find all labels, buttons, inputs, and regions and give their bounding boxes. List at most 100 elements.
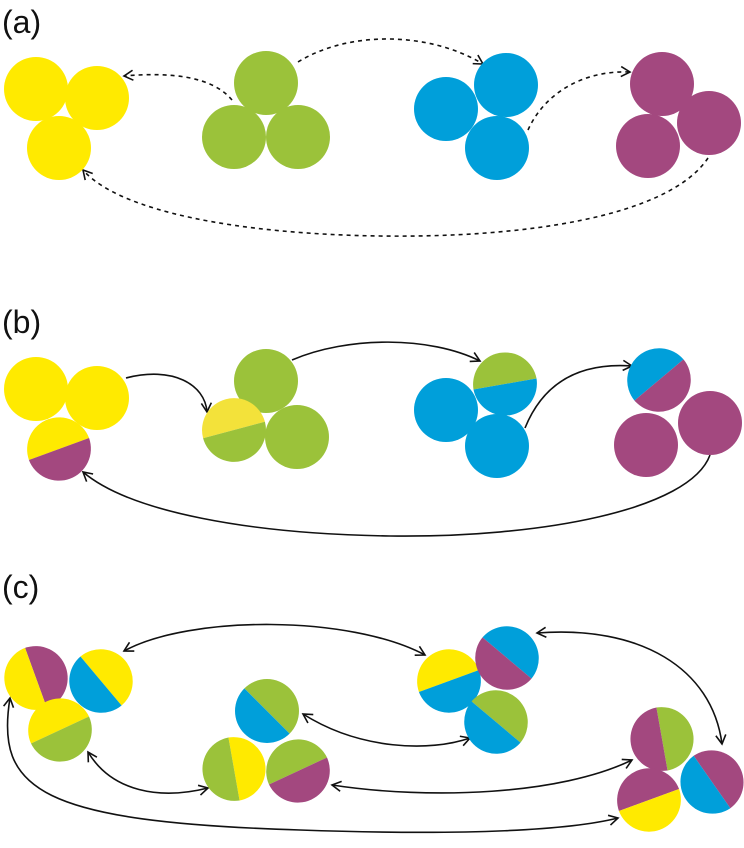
panel-a-arrow-blue-to-purple [527,65,632,131]
circle-blue [414,77,478,141]
panel-b-cluster-purple [614,348,742,477]
panel-c-arrow-cluster-2-to-cluster-3 [301,713,472,747]
half-purple [693,750,744,809]
split-circle-green-blue [235,679,299,743]
panel-c [2,623,744,834]
half-green [203,421,266,462]
panel-b-cluster-yellow [4,357,129,481]
split-circle-purple-yellow [4,646,68,710]
half-blue [473,378,537,416]
half-green [202,737,240,801]
panel-b-arrow-green-to-blue [291,341,482,363]
circle-purple [677,91,741,155]
panel-b-arrow-purple-to-yellow [81,454,711,537]
half-blue [69,656,122,713]
half-blue [680,755,731,814]
split-circle-yellow-green [202,737,266,801]
half-blue [627,348,684,401]
circle-yellow [65,366,129,430]
panel-c-arrow-cluster-1-to-cluster-2 [87,750,210,796]
circle-purple [614,413,678,477]
half-blue [235,688,290,743]
panel-c-cluster-4 [617,707,744,832]
circle-purple [678,391,742,455]
panel-a-cluster-blue [414,53,538,180]
half-yellow_light [202,398,265,439]
panel-b-arrow-yellow-to-green [125,373,213,414]
panel-b-label: (b) [2,304,41,340]
circle-blue [474,53,538,117]
half-yellow [417,649,480,692]
circle-yellow [4,57,68,121]
panel-a-arrow-green-to-blue [297,38,485,65]
panel-c-arrow-cluster-2-to-cluster-4 [330,758,634,794]
panel-b [4,341,742,537]
panel-c-cluster-2 [202,679,330,803]
panel-c-cluster-3 [417,626,539,754]
split-circle-blue-purple [627,348,691,412]
half-purple [634,359,691,412]
half-yellow [28,698,89,744]
half-blue [482,626,539,679]
panel-c-arrow-cluster-3-to-cluster-4 [535,626,727,746]
panel-c-label: (c) [2,569,39,605]
circle-yellow [27,116,91,180]
half-purple [25,646,68,709]
circle-purple [616,114,680,178]
half-blue [464,701,521,754]
panel-b-arrow-blue-to-purple [524,359,634,429]
split-circle-yellow_light-green [202,398,266,462]
panel-c-arrow-cluster-1-to-cluster-4 [2,696,620,834]
circle-green [202,105,266,169]
split-circle-green-blue [464,690,528,754]
half-yellow [27,417,90,460]
half-yellow [228,737,266,801]
half-purple [617,768,680,811]
panel-a-cluster-purple [616,52,741,178]
split-circle-purple-blue [680,750,744,814]
circle-blue [414,378,478,442]
half-purple [630,707,668,771]
circle-purple [630,52,694,116]
circle-blue [465,414,529,478]
panel-a-label: (a) [2,4,41,40]
half-green [244,679,299,734]
half-blue [418,670,481,713]
half-green [473,352,537,390]
half-green [471,690,528,743]
half-purple [28,438,91,481]
circle-yellow [4,357,68,421]
half-yellow [4,647,47,710]
split-circle-green-blue [473,352,537,416]
half-green [31,716,92,762]
panel-b-cluster-blue [414,352,537,478]
panel-a-arrow-green-to-yellow [122,69,233,101]
panel-a-cluster-yellow [4,57,129,180]
circle-green [265,405,329,469]
split-circle-purple-yellow [617,768,681,832]
half-green [656,707,694,771]
half-purple [475,637,532,690]
circle-green [234,349,298,413]
panel-a-arrow-purple-to-yellow [81,157,709,237]
split-circle-yellow-green [28,698,92,762]
panel-b-cluster-green [202,349,329,469]
panel-c-cluster-1 [4,646,133,762]
circle-green [234,51,298,115]
circle-blue [465,116,529,180]
split-circle-yellow-purple [27,417,91,481]
half-yellow [618,789,681,832]
circle-yellow [65,66,129,130]
half-yellow [80,649,133,706]
split-circle-yellow-blue [69,649,133,713]
split-circle-blue-purple [475,626,539,690]
half-purple [269,757,330,803]
panel-a-cluster-green [202,51,330,169]
circle-green [266,105,330,169]
panel-c-arrow-cluster-1-to-cluster-3 [122,623,427,656]
split-circle-green-purple [266,739,330,803]
split-circle-yellow-blue [417,649,481,713]
split-circle-green-purple [630,707,694,771]
panel-a [4,38,741,237]
